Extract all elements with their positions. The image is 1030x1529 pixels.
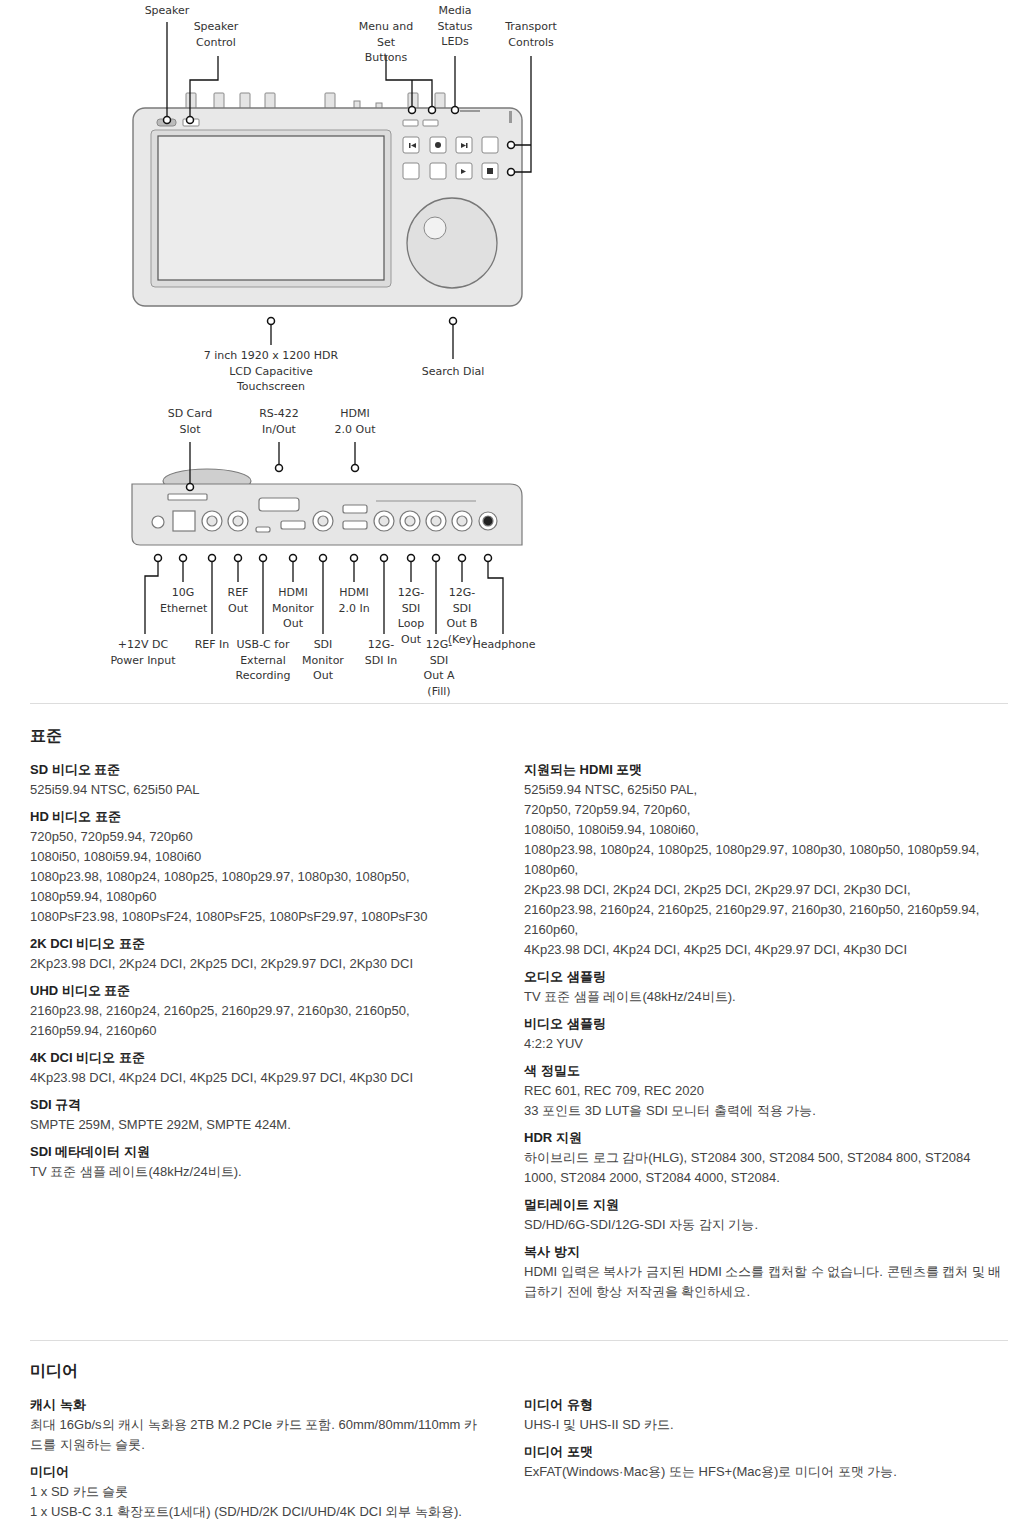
callout-label: +12V DC Power Input (107, 637, 179, 668)
spec-column: 캐시 녹화최대 16Gb/s의 캐시 녹화용 2TB M.2 PCIe 카드 포… (30, 1395, 485, 1522)
section-dividers (30, 704, 1008, 1341)
spec-text: UHS-I 및 UHS-II SD 카드. (524, 1415, 994, 1435)
spec-heading: 2K DCI 비디오 표준 (30, 934, 480, 954)
spec-text: 1080PsF23.98, 1080PsF24, 1080PsF25, 1080… (30, 907, 480, 927)
spec-heading: 미디어 (30, 1462, 485, 1482)
button-symbols (409, 110, 512, 174)
spec-heading: 지원되는 HDMI 포맷 (524, 760, 1002, 780)
spec-heading: 미디어 포맷 (524, 1442, 994, 1462)
spec-text: 2Kp23.98 DCI, 2Kp24 DCI, 2Kp25 DCI, 2Kp2… (524, 880, 1002, 900)
spec-text: 1080i50, 1080i59.94, 1080i60 (30, 847, 480, 867)
spec-text: 4Kp23.98 DCI, 4Kp24 DCI, 4Kp25 DCI, 4Kp2… (524, 940, 1002, 960)
spec-text: 1080p23.98, 1080p24, 1080p25, 1080p29.97… (524, 840, 1002, 880)
spec-column: 미디어 유형UHS-I 및 UHS-II SD 카드. 미디어 포맷ExFAT(W… (524, 1395, 994, 1482)
spec-text: 720p50, 720p59.94, 720p60, (524, 800, 1002, 820)
spec-column: 표준 (30, 724, 490, 748)
spec-heading: 비디오 샘플링 (524, 1014, 1002, 1034)
callout-markers (155, 107, 515, 562)
spec-text: 525i59.94 NTSC, 625i50 PAL, (524, 780, 1002, 800)
callout-label: RS-422 In/Out (257, 406, 301, 437)
callout-label: Transport Controls (500, 19, 562, 50)
callout-label: Speaker Control (190, 19, 242, 50)
spec-text: SMPTE 259M, SMPTE 292M, SMPTE 424M. (30, 1115, 480, 1135)
leader-lines (145, 22, 531, 634)
callout-label: 12G-SDI Out B (Key) (441, 585, 483, 647)
callout-label: HDMI 2.0 Out (330, 406, 380, 437)
spec-heading: 미디어 유형 (524, 1395, 994, 1415)
spec-text: 하이브리드 로그 감마(HLG), ST2084 300, ST2084 500… (524, 1148, 1002, 1188)
callout-label: REF In (190, 637, 234, 653)
front-view (133, 93, 522, 306)
spec-text: ExFAT(Windows·Mac용) 또는 HFS+(Mac용)로 미디어 포… (524, 1462, 994, 1482)
spec-text: 720p50, 720p59.94, 720p60 (30, 827, 480, 847)
spec-text: 2Kp23.98 DCI, 2Kp24 DCI, 2Kp25 DCI, 2Kp2… (30, 954, 480, 974)
spec-column: SD 비디오 표준525i59.94 NTSC, 625i50 PAL HD 비디… (30, 760, 480, 1182)
spec-text: 1080i50, 1080i59.94, 1080i60, (524, 820, 1002, 840)
callout-label: REF Out (224, 585, 252, 616)
spec-text: 2160p23.98, 2160p24, 2160p25, 2160p29.97… (30, 1001, 480, 1041)
spec-text: 4:2:2 YUV (524, 1034, 1002, 1054)
spec-heading: HDR 지원 (524, 1128, 1002, 1148)
spec-text: 1 x USB-C 3.1 확장포트(1세대) (SD/HD/2K DCI/UH… (30, 1502, 485, 1522)
spec-heading: SDI 규격 (30, 1095, 480, 1115)
callout-label: 12G-SDI In (360, 637, 402, 668)
spec-heading: SD 비디오 표준 (30, 760, 480, 780)
spec-text: REC 601, REC 709, REC 2020 (524, 1081, 1002, 1101)
spec-heading: 오디오 샘플링 (524, 967, 1002, 987)
callout-label: HDMI 2.0 In (330, 585, 378, 616)
spec-heading: HD 비디오 표준 (30, 807, 480, 827)
spec-text: HDMI 입력은 복사가 금지된 HDMI 소스를 캡처할 수 없습니다. 콘텐… (524, 1262, 1002, 1302)
spec-text: 1080p23.98, 1080p24, 1080p25, 1080p29.97… (30, 867, 480, 907)
spec-text: 1 x SD 카드 슬롯 (30, 1482, 485, 1502)
spec-heading: 4K DCI 비디오 표준 (30, 1048, 480, 1068)
callout-label: HDMI Monitor Out (271, 585, 315, 632)
callout-label: Headphone (472, 637, 536, 653)
spec-text: SD/HD/6G-SDI/12G-SDI 자동 감지 기능. (524, 1215, 1002, 1235)
callout-label: SD Card Slot (165, 406, 215, 437)
callout-label: 10G Ethernet (160, 585, 206, 616)
spec-text: TV 표준 샘플 레이트(48kHz/24비트). (30, 1162, 480, 1182)
callout-label: 7 inch 1920 x 1200 HDR LCD Capacitive To… (196, 348, 346, 395)
callout-label: Search Dial (413, 364, 493, 380)
spec-text: 525i59.94 NTSC, 625i50 PAL (30, 780, 480, 800)
section-heading: 표준 (30, 724, 490, 748)
spec-text: 4Kp23.98 DCI, 4Kp24 DCI, 4Kp25 DCI, 4Kp2… (30, 1068, 480, 1088)
spec-heading: 캐시 녹화 (30, 1395, 485, 1415)
spec-heading: UHD 비디오 표준 (30, 981, 480, 1001)
callout-label: Menu and Set Buttons (354, 19, 418, 66)
callout-label: Speaker (132, 3, 202, 19)
callout-label: 12G-SDI Out A (Fill) (418, 637, 460, 699)
spec-text: TV 표준 샘플 레이트(48kHz/24비트). (524, 987, 1002, 1007)
spec-text: 33 포인트 3D LUT을 SDI 모니터 출력에 적용 가능. (524, 1101, 1002, 1121)
callout-label: USB-C for External Recording (235, 637, 291, 684)
spec-heading: 멀티레이트 지원 (524, 1195, 1002, 1215)
spec-text: 최대 16Gb/s의 캐시 녹화용 2TB M.2 PCIe 카드 포함. 60… (30, 1415, 485, 1455)
spec-heading: 색 정밀도 (524, 1061, 1002, 1081)
callout-label: SDI Monitor Out (301, 637, 345, 684)
spec-column: 미디어 (30, 1359, 490, 1383)
callout-label: 12G-SDI Loop Out (390, 585, 432, 647)
spec-column: 지원되는 HDMI 포맷525i59.94 NTSC, 625i50 PAL,7… (524, 760, 1002, 1302)
spec-heading: 복사 방지 (524, 1242, 1002, 1262)
spec-heading: SDI 메타데이터 지원 (30, 1142, 480, 1162)
section-heading: 미디어 (30, 1359, 490, 1383)
callout-label: Media Status LEDs (435, 3, 475, 50)
spec-text: 2160p23.98, 2160p24, 2160p25, 2160p29.97… (524, 900, 1002, 940)
